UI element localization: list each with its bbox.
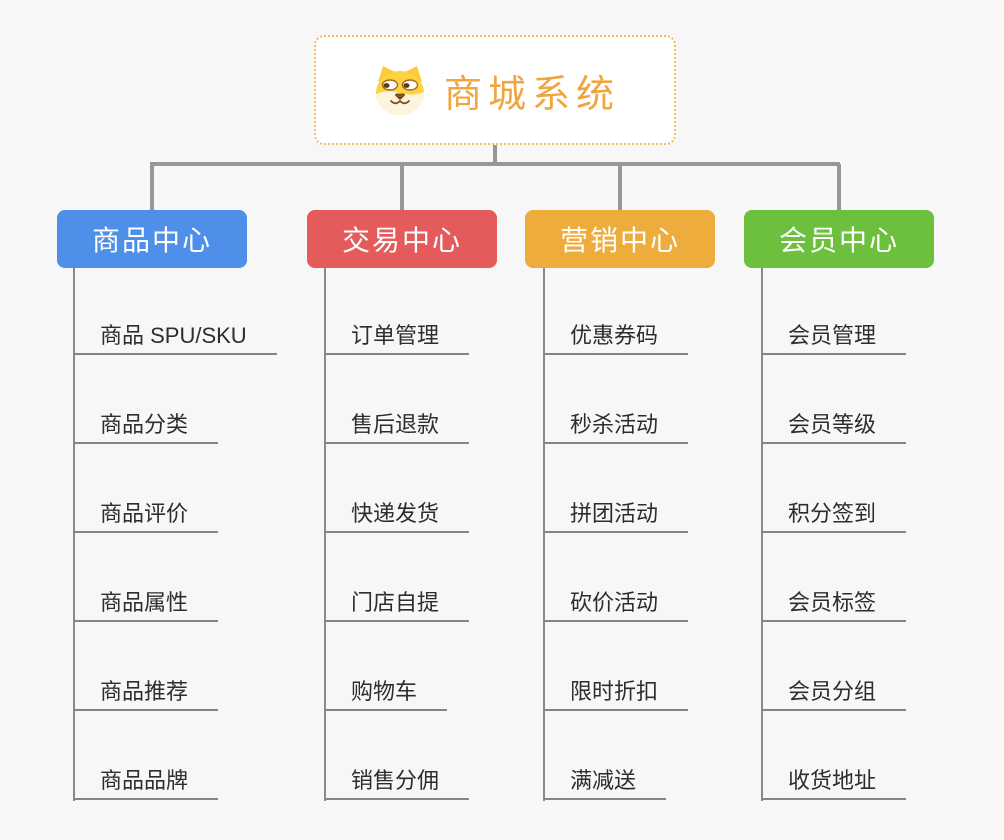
- leaf-node[interactable]: 会员标签: [761, 585, 907, 622]
- branch-node-product-center[interactable]: 商品中心: [57, 210, 247, 268]
- leaf-node[interactable]: 商品评价: [73, 496, 219, 533]
- connector-trunk-market: [543, 268, 545, 801]
- connector-stub-trade: [400, 164, 404, 210]
- connector-trunk-product: [73, 268, 75, 801]
- leaf-node[interactable]: 会员分组: [761, 674, 907, 711]
- leaf-node[interactable]: 优惠券码: [543, 318, 689, 355]
- leaf-node[interactable]: 商品属性: [73, 585, 219, 622]
- branch-node-marketing-center[interactable]: 营销中心: [525, 210, 715, 268]
- leaf-node[interactable]: 商品分类: [73, 407, 219, 444]
- connector-trunk-member: [761, 268, 763, 801]
- connector-stub-product: [150, 164, 154, 210]
- leaf-node[interactable]: 商品 SPU/SKU: [73, 318, 277, 355]
- leaf-node[interactable]: 售后退款: [324, 407, 470, 444]
- leaf-node[interactable]: 商品推荐: [73, 674, 219, 711]
- connector-root-stub: [493, 145, 497, 164]
- branch-node-trade-center[interactable]: 交易中心: [307, 210, 497, 268]
- connector-trunk-trade: [324, 268, 326, 801]
- leaf-node[interactable]: 会员等级: [761, 407, 907, 444]
- leaf-node[interactable]: 会员管理: [761, 318, 907, 355]
- leaf-node[interactable]: 销售分佣: [324, 763, 470, 800]
- leaf-node[interactable]: 积分签到: [761, 496, 907, 533]
- leaf-node[interactable]: 满减送: [543, 763, 667, 800]
- connector-rail: [150, 162, 840, 166]
- leaf-node[interactable]: 砍价活动: [543, 585, 689, 622]
- shiba-dog-icon: [375, 66, 424, 115]
- leaf-node[interactable]: 购物车: [324, 674, 448, 711]
- leaf-node[interactable]: 快递发货: [324, 496, 470, 533]
- connector-stub-market: [618, 164, 622, 210]
- leaf-node[interactable]: 订单管理: [324, 318, 470, 355]
- connector-stub-member: [837, 164, 841, 210]
- leaf-node[interactable]: 拼团活动: [543, 496, 689, 533]
- leaf-node[interactable]: 限时折扣: [543, 674, 689, 711]
- leaf-node[interactable]: 收货地址: [761, 763, 907, 800]
- leaf-node[interactable]: 秒杀活动: [543, 407, 689, 444]
- root-title: 商城系统: [443, 73, 620, 116]
- leaf-node[interactable]: 商品品牌: [73, 763, 219, 800]
- branch-node-member-center[interactable]: 会员中心: [744, 210, 934, 268]
- leaf-node[interactable]: 门店自提: [324, 585, 470, 622]
- root-node[interactable]: 商城系统: [314, 35, 676, 145]
